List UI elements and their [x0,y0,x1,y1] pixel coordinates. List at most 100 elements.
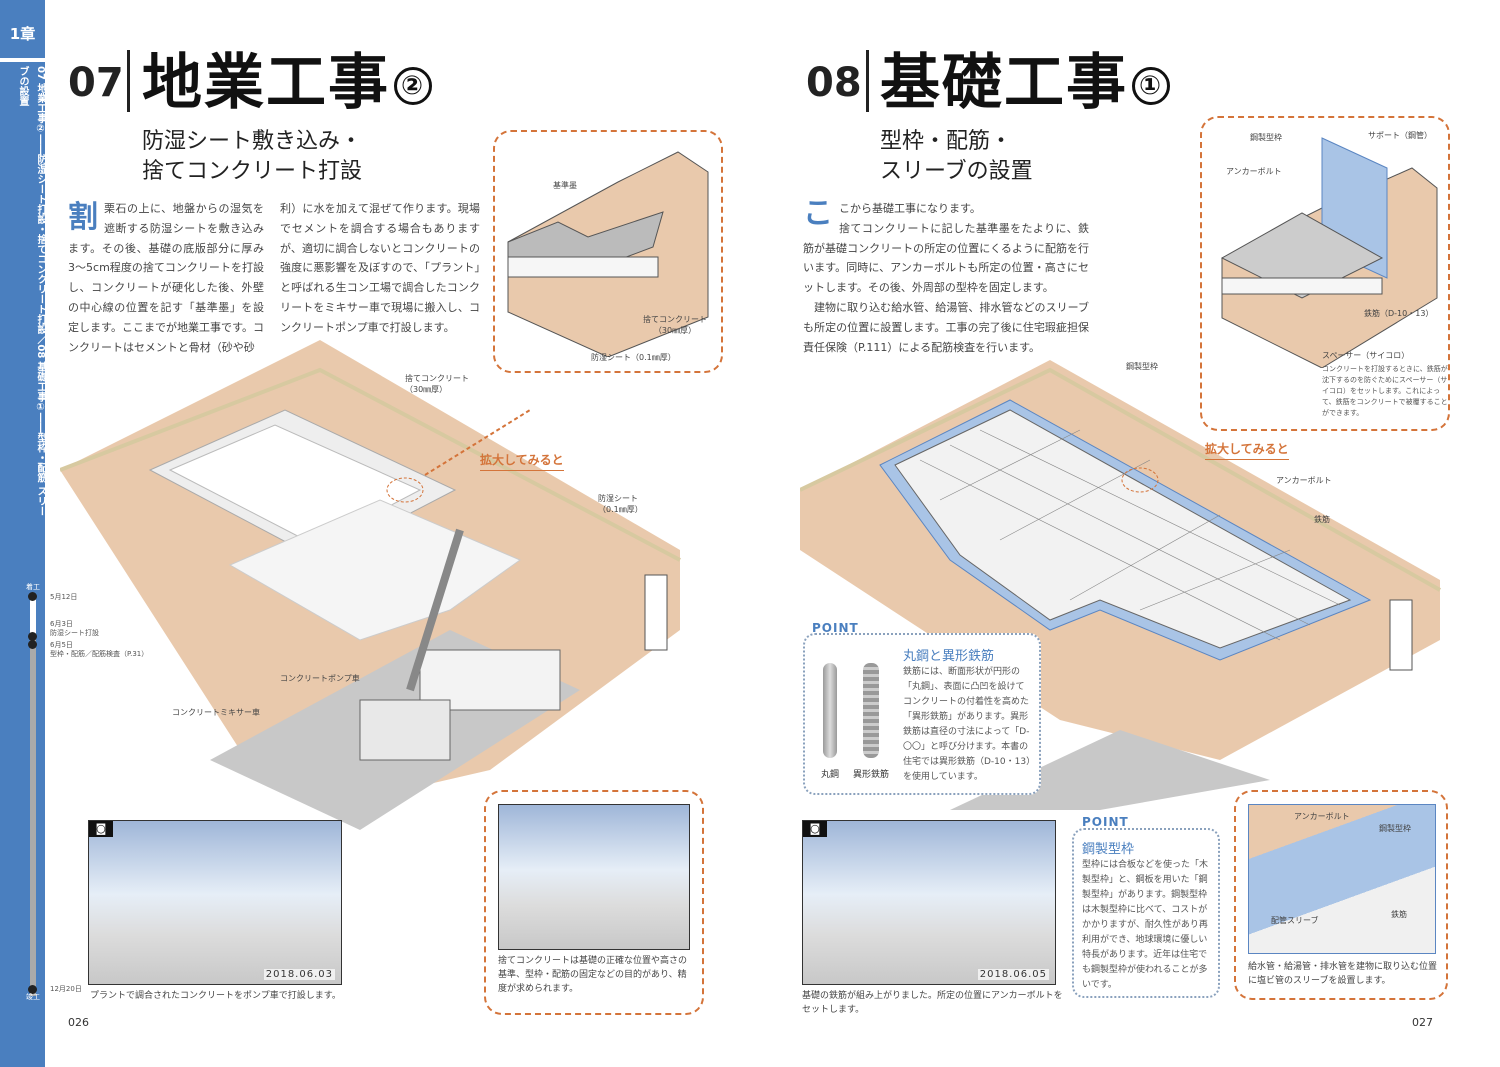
deformed-bar-icon [863,663,879,758]
inset-photo: アンカーボルト 鋼製型枠 配管スリーブ 鉄筋 [1248,804,1436,954]
body-column-2: 利）に水を加えて混ぜて作ります。現場でセメントを調合する場合もありますが、適切に… [280,202,480,334]
timeline-end: 竣工 [26,993,40,1001]
zoom-label: 拡大してみると [480,451,564,471]
section-number: 08 [806,60,862,106]
moisture-sheet [228,499,522,641]
point-text: 型枠には合板などを使った「木製型枠」と、鋼板を用いた「鋼製型枠」があります。鋼製… [1082,860,1209,990]
inset-photo [498,804,690,950]
body-para: こから基礎工事になります。 捨てコンクリートに記した基準墨をたよりに、鉄筋が基礎… [803,202,1089,295]
label-text: （0.1㎜厚） [598,505,643,514]
zoom-label: 拡大してみると [1205,440,1289,460]
camera-icon: ◙ [803,821,827,837]
timeline-label: 防湿シート打設 [50,629,99,637]
detail-callout: 鋼製型枠 サポート（鋼管） アンカーボルト 鉄筋（D-10・13） スペーサー（… [1200,116,1450,431]
point-title: 丸鋼と異形鉄筋 [903,649,995,664]
subtitle: 防湿シート敷き込み・捨てコンクリート打設 [142,127,362,187]
timeline-dot [28,592,37,601]
point-box: 鋼製型枠 型枠には合板などを使った「木製型枠」と、鋼板を用いた「鋼製型枠」があり… [1072,828,1220,998]
inset-callout: アンカーボルト 鋼製型枠 配管スリーブ 鉄筋 給水管・給湯管・排水管を建物に取り… [1234,790,1448,1000]
label: アンカーボルト [1294,812,1350,821]
site-illustration-right [800,360,1441,810]
photo-caption: 基礎の鉄筋が組み上がりました。所定の位置にアンカーボルトをセットします。 [802,991,1063,1015]
label: スペーサー（サイコロ） [1322,351,1410,360]
label: サポート（鋼管） [1368,131,1432,140]
detail-callout: 基準墨 捨てコンクリート（30㎜厚） 防湿シート（0.1㎜厚） [493,130,723,373]
timeline-date: 6月5日 [50,641,73,649]
label-text: 捨てコンクリート [405,374,469,383]
point-text: 鉄筋には、断面形状が円形の「丸鋼」、表面に凸凹を設けてコンクリートの付着性を高め… [903,667,1031,782]
label-text: 防湿シート [598,494,638,503]
round-bar-label: 丸鋼 [821,770,840,780]
chapter-sidebar: 1章 07 地業工事②――防湿シート打設・捨てコンクリート打設／08 基礎工事①… [0,0,46,1067]
label: 鋼製型枠 [1250,133,1282,142]
detail-illustration [507,151,709,357]
pump-boom [406,528,464,692]
inset-callout: 捨てコンクリートは基礎の正確な位置や高さの基準、型枠・配筋の固定などの目的があり… [484,790,704,1015]
label-text: （30㎜厚） [405,385,448,394]
timeline-dot [28,640,37,649]
timeline-date: 6月3日 [50,620,73,628]
site-illustration-left [60,340,681,830]
point-tag: POINT [1082,815,1129,829]
timeline-date: 5月12日 [50,593,78,601]
photo-caption: プラントで調合されたコンクリートをポンプ車で打設します。 [90,991,341,1001]
body-text: ここから基礎工事になります。 捨てコンクリートに記した基準墨をたよりに、鉄筋が基… [803,199,1089,298]
label: 配管スリーブ [1271,916,1319,925]
title-circle-number: ② [394,67,432,106]
mixer-truck [359,699,451,761]
deformed-bar-label: 異形鉄筋 [853,770,890,780]
fence [800,367,1441,592]
label: 鉄筋 [1314,515,1330,524]
gravel-layer [1221,277,1383,295]
drop-cap: こ [803,196,833,231]
title-circle-number: ① [1132,67,1170,106]
gravel-layer [507,256,659,278]
divider [0,58,45,62]
label: 防湿シート （0.1㎜厚） [598,493,643,515]
label: コンクリートミキサー車 [172,708,260,717]
label: 基準墨 [553,181,577,190]
timeline-progress [30,596,36,636]
camera-icon: ◙ [89,821,113,837]
body-text: 栗石の上に、地盤からの湿気を遮断する防湿シートを敷き込みます。その後、基礎の底版… [68,202,264,354]
label: 捨てコンクリート（30㎜厚） [643,314,707,336]
spacer-note: コンクリートを打設するときに、鉄筋が沈下するのを防ぐためにスペーサー（サイコロ）… [1322,365,1448,417]
subtitle: 型枠・配筋・スリーブの設置 [880,127,1033,187]
label: アンカーボルト [1226,167,1282,176]
timeline-date: 12月20日 [50,985,82,993]
timeline-start: 着工 [26,583,40,591]
drop-cap: 割 [68,200,98,235]
meter-box [644,574,668,651]
timeline-bar [30,596,36,996]
subtitle-line: 型枠・配筋・ [880,129,1013,154]
label: 防湿シート（0.1㎜厚） [591,353,676,362]
divider [866,50,869,112]
chapter-label: 1章 [9,25,36,43]
fence [60,367,681,562]
subtitle-line: 捨てコンクリート打設 [142,159,363,184]
point-tag: POINT [812,621,859,635]
photo-date: 2018.06.03 [263,969,335,980]
timeline-dot [28,632,37,641]
label: コンクリートポンプ車 [280,674,360,683]
rebar-lines [919,429,1341,641]
subtitle-line: 防湿シート敷き込み・ [142,129,363,154]
page-number: 027 [1412,1016,1433,1029]
body-column-1: 割栗石の上に、地盤からの湿気を遮断する防湿シートを敷き込みます。その後、基礎の底… [68,199,264,357]
timeline-dot [28,985,37,994]
label: 鋼製型枠 [1126,362,1158,371]
section-number: 07 [68,60,124,106]
point-box: 丸鋼 異形鉄筋 丸鋼と異形鉄筋 鉄筋には、断面形状が円形の「丸鋼」、表面に凸凹を… [803,633,1041,795]
detail-illustration [1220,137,1438,368]
photo-date: 2018.06.05 [977,969,1049,980]
rebar-grid [894,409,1352,649]
title-text: 基礎工事 [880,48,1128,118]
inset-caption: 給水管・給湯管・排水管を建物に取り込む位置に塩ビ管のスリーブを設置します。 [1248,962,1438,986]
inset-caption: 捨てコンクリートは基礎の正確な位置や高さの基準、型枠・配筋の固定などの目的があり… [498,956,688,994]
zoom-circle [386,477,424,503]
body-para: 建物に取り込む給水管、給湯管、排水管などのスリーブも所定の位置に設置します。工事… [803,301,1089,354]
page-number: 026 [68,1016,89,1029]
label: 鉄筋（D-10・13） [1364,309,1434,318]
